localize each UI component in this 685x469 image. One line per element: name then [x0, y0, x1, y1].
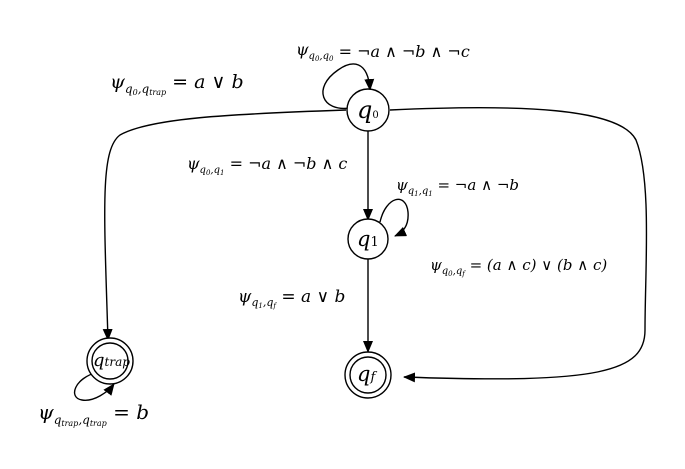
label-q0-q0: ψq0,q0 = ¬a ∧ ¬b ∧ ¬c — [296, 40, 470, 63]
edge-q0-qf — [389, 106, 648, 383]
svg-text:q1: q1 — [357, 227, 379, 251]
svg-text:q0: q0 — [357, 96, 379, 124]
svg-text:qf: qf — [357, 362, 377, 386]
node-q1-sub: 1 — [370, 235, 378, 250]
node-q0-base: q — [357, 96, 372, 124]
node-qf-base: q — [357, 362, 370, 386]
label-q0-q1: ψq0,q1 = ¬a ∧ ¬b ∧ c — [187, 154, 347, 177]
svg-text:qtrap: qtrap — [93, 350, 130, 371]
label-qtrap-qtrap: ψqtrap,qtrap = b — [38, 400, 149, 428]
node-q0[interactable]: q0 — [346, 88, 390, 132]
label-q0-qf: ψq0,qf = (a ∧ c) ∨ (b ∧ c) — [430, 256, 607, 278]
node-q1-base: q — [357, 227, 370, 251]
edge-q0-qtrap — [102, 109, 347, 341]
node-qf[interactable]: qf — [344, 351, 392, 399]
edge-q1-q1 — [379, 198, 409, 237]
edge-qtrap-qtrap — [73, 371, 115, 401]
node-qtrap-base: q — [93, 350, 105, 371]
node-q0-sub: 0 — [372, 110, 378, 121]
node-qf-sub: f — [369, 370, 377, 385]
label-q1-q1: ψq1,q1 = ¬a ∧ ¬b — [396, 176, 519, 198]
node-qtrap-sub: trap — [105, 355, 131, 369]
node-q1[interactable]: q1 — [347, 218, 389, 260]
label-q0-qtrap: ψq0,qtrap = a ∨ b — [110, 71, 244, 97]
node-qtrap[interactable]: qtrap — [86, 337, 134, 385]
edge-q0-q0 — [322, 63, 375, 110]
label-q1-qf: ψq1,qf = a ∨ b — [238, 287, 345, 310]
